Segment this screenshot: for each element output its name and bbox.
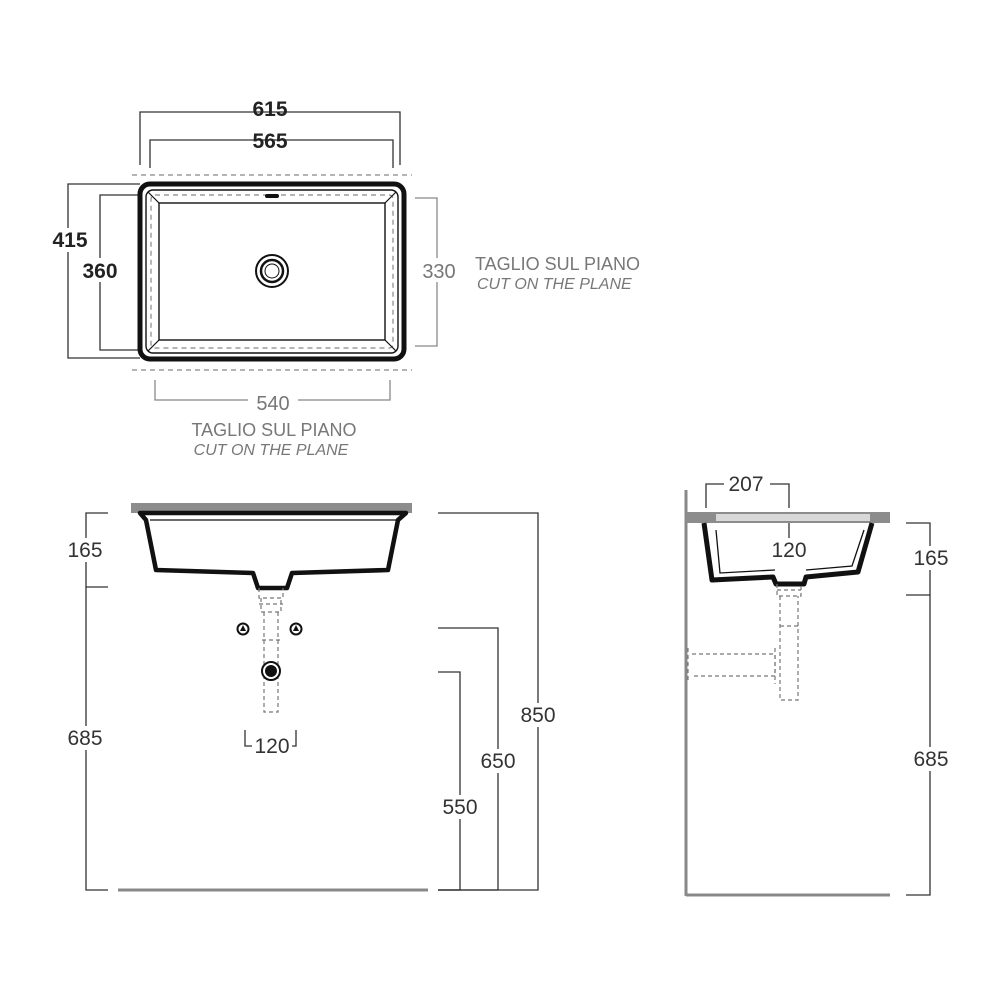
dim-565-line [149, 139, 394, 168]
dim-415-label: 415 [52, 229, 87, 252]
valve-right-icon [289, 622, 303, 636]
dim-207-label: 207 [728, 473, 763, 496]
plan-view: 615 565 415 360 [44, 98, 640, 459]
dim-650-label: 650 [480, 750, 515, 773]
dim-685-front-line [85, 587, 108, 891]
dim-550-label: 550 [442, 796, 477, 819]
waste-outlet-icon [261, 661, 281, 681]
dim-615-label: 615 [252, 98, 287, 121]
basin-inner-rim [145, 189, 399, 354]
dim-120-side-label: 120 [771, 539, 806, 562]
front-view: 120 165 685 850 650 550 [62, 503, 562, 892]
dim-685-side-line [906, 595, 931, 896]
dim-415-line [67, 183, 140, 359]
dim-850-line [438, 512, 539, 891]
dim-330-label: 330 [422, 261, 455, 283]
countertop-front [131, 503, 412, 513]
dim-540-label: 540 [256, 393, 289, 415]
cut-note-right-en: CUT ON THE PLANE [477, 276, 632, 293]
cut-note-bottom-en: CUT ON THE PLANE [194, 442, 349, 459]
dim-360-label: 360 [82, 260, 117, 283]
dim-165-front-label: 165 [67, 539, 102, 562]
dim-565-label: 565 [252, 130, 287, 153]
drain-icon [255, 254, 289, 288]
basin-bevels [147, 191, 397, 352]
valve-left-icon [236, 622, 250, 636]
dim-685-front-label: 685 [67, 727, 102, 750]
side-view: 207 120 165 685 [684, 472, 956, 897]
waste-trap-front [258, 588, 284, 713]
dim-850-label: 850 [520, 704, 555, 727]
dim-165-side-label: 165 [913, 547, 948, 570]
dim-685-side-label: 685 [913, 748, 948, 771]
dim-550-line [438, 671, 461, 891]
cut-note-bottom-it: TAGLIO SUL PIANO [191, 420, 356, 440]
overflow-slot [265, 194, 279, 198]
basin-outer-rim [137, 181, 407, 362]
waste-trap-side [687, 584, 802, 701]
cut-note-right-it: TAGLIO SUL PIANO [475, 254, 640, 274]
dim-120-front-label: 120 [254, 735, 289, 758]
basin-section-front [137, 510, 409, 591]
basin-bowl [158, 202, 386, 341]
basin-section-side [701, 522, 875, 587]
dim-615-line [139, 111, 401, 165]
